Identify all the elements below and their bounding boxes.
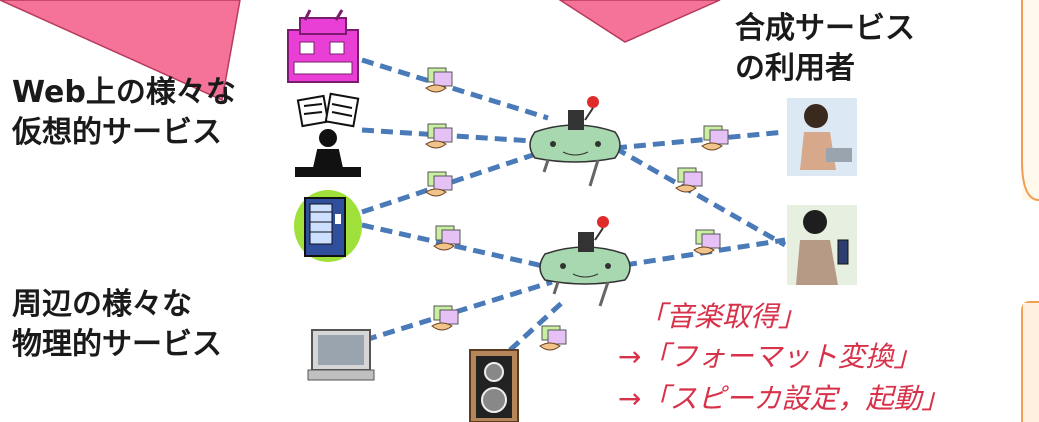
composition-step-1: 「音楽取得」: [638, 300, 807, 333]
speaker-icon: [469, 349, 519, 422]
building-icon: [287, 9, 359, 83]
agent-robot-icon: [529, 96, 621, 187]
handshake-icon: [693, 229, 721, 255]
link-docs-agent1: [361, 127, 549, 145]
link-agent1-user1: [614, 129, 786, 151]
handshake-icon: [675, 167, 703, 193]
agent-robot-icon-2: [539, 216, 631, 307]
handshake-icon: [425, 67, 453, 93]
user-laptop-icon: [787, 98, 857, 176]
handshake-icons: [425, 67, 729, 351]
web-services-label-line2: 仮想的サービス: [12, 115, 222, 150]
link-vending-agent1: [361, 147, 549, 215]
users-label-line2: の利用者: [735, 51, 855, 86]
tv-icon: [307, 329, 375, 381]
handshake-icon: [433, 225, 461, 251]
composition-step-3: →「スピーカ設定，起動」: [618, 382, 950, 415]
handshake-icon: [431, 305, 459, 331]
web-services-label-line1: Web上の様々な: [12, 75, 236, 110]
link-speaker-agent2: [508, 298, 567, 352]
users-label-line1: 合成サービス: [735, 11, 915, 46]
orange-frame-top-fill: [1022, 0, 1039, 200]
composition-step-2: →「フォーマット変換」: [618, 340, 922, 373]
vending-machine-icon: [294, 190, 362, 262]
user-phone-icon: [787, 205, 857, 285]
callout-pointer-left: [0, 0, 241, 102]
handshake-icon: [539, 325, 567, 351]
physical-services-label-line2: 物理的サービス: [12, 327, 222, 362]
handshake-icon: [701, 125, 729, 151]
link-building-agent1: [361, 57, 549, 121]
handshake-icon: [425, 171, 453, 197]
link-vending-agent2: [361, 222, 553, 271]
documents-icon: [295, 92, 361, 177]
physical-services-label-line1: 周辺の様々な: [12, 287, 192, 322]
link-agent1-user2: [613, 145, 787, 248]
handshake-icon: [425, 123, 453, 149]
callout-pointer-right: [558, 0, 721, 43]
